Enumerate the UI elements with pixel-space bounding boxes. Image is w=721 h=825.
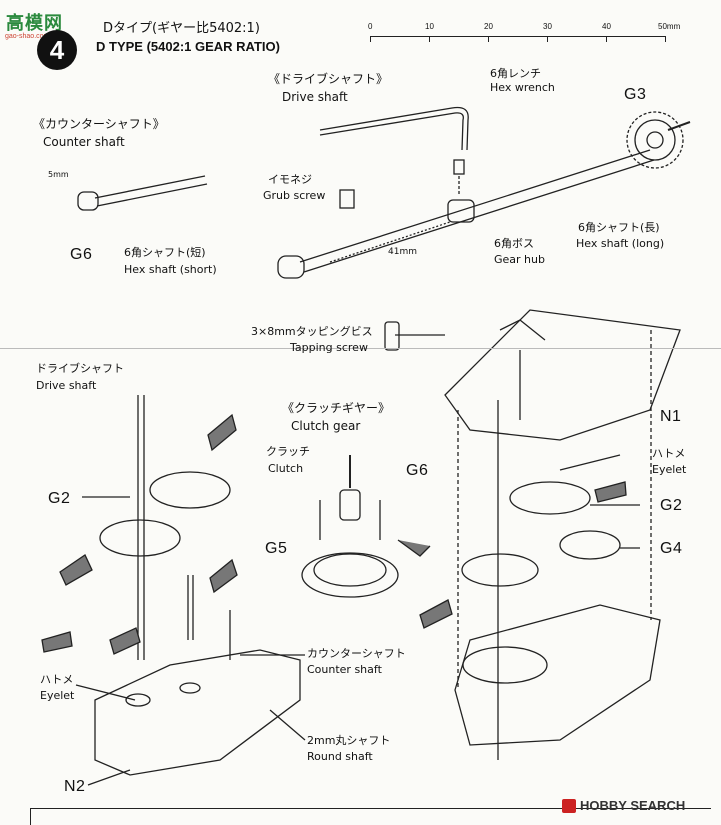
step-title-en: D TYPE (5402:1 GEAR RATIO) xyxy=(96,39,280,54)
left-drive-shaft-label-en: Drive shaft xyxy=(36,379,97,392)
dimension-5mm: 5mm xyxy=(48,170,69,179)
hex-shaft-long-label-en: Hex shaft (long) xyxy=(576,237,665,250)
grub-screw-label-jp: イモネジ xyxy=(268,173,312,186)
watermark-hobby-search: HOBBY SEARCH xyxy=(580,798,686,813)
ruler-tick-40: 40 xyxy=(602,22,611,31)
gear-label-g6-right: G6 xyxy=(406,462,429,479)
tapping-screw-label-en: Tapping screw xyxy=(290,341,368,354)
section-divider xyxy=(0,348,721,349)
ruler-tick-10: 10 xyxy=(425,22,434,31)
ruler-line xyxy=(370,36,665,37)
drive-shaft-heading-jp: 《ドライブシャフト》 xyxy=(268,72,389,86)
left-drive-shaft-label-jp: ドライブシャフト xyxy=(36,362,124,375)
step-title-jp: Dタイプ(ギヤー比5402:1) xyxy=(103,21,260,36)
tapping-screw-label-jp: 3×8mmタッピングビス xyxy=(251,325,373,338)
clutch-gear-heading-jp: 《クラッチギヤー》 xyxy=(282,401,391,415)
left-counter-shaft-label-jp: カウンターシャフト xyxy=(307,647,406,660)
gear-label-g2-left: G2 xyxy=(48,490,71,507)
gear-label-g2-right: G2 xyxy=(660,497,683,514)
gear-label-g4: G4 xyxy=(660,540,683,557)
right-eyelet-label-en: Eyelet xyxy=(652,463,687,476)
ruler-tick-30: 30 xyxy=(543,22,552,31)
hex-wrench-label-en: Hex wrench xyxy=(490,81,555,94)
clutch-gear-heading-en: Clutch gear xyxy=(291,419,361,433)
clutch-label-jp: クラッチ xyxy=(266,445,310,458)
logo-text: 高模网 xyxy=(6,13,63,34)
dimension-41mm: 41mm xyxy=(388,247,417,257)
drive-shaft-heading-en: Drive shaft xyxy=(282,90,348,104)
part-label-n1: N1 xyxy=(660,408,682,425)
gear-hub-label-jp: 6角ボス xyxy=(494,237,534,250)
gear-label-g6-counter: G6 xyxy=(70,246,93,263)
counter-shaft-heading-en: Counter shaft xyxy=(43,135,125,149)
gear-label-g3: G3 xyxy=(624,86,647,103)
hex-shaft-long-label-jp: 6角シャフト(長) xyxy=(578,221,660,234)
site-logo: 高模网 gao-shao.com xyxy=(3,3,73,40)
hobby-search-logo-icon xyxy=(562,799,576,813)
round-shaft-label-en: Round shaft xyxy=(307,750,373,763)
mm-ruler: 0 10 20 30 40 50mm xyxy=(368,22,690,50)
left-eyelet-label-en: Eyelet xyxy=(40,689,75,702)
hex-wrench-label-jp: 6角レンチ xyxy=(490,67,541,80)
left-counter-shaft-label-en: Counter shaft xyxy=(307,663,382,676)
gear-hub-label-en: Gear hub xyxy=(494,253,545,266)
step-number-badge: 4 xyxy=(37,30,77,70)
hex-shaft-short-label-jp: 6角シャフト(短) xyxy=(124,246,206,259)
grub-screw-label-en: Grub screw xyxy=(263,189,326,202)
hex-shaft-short-label-en: Hex shaft (short) xyxy=(124,263,217,276)
part-label-n2: N2 xyxy=(64,778,86,795)
right-eyelet-label-jp: ハトメ xyxy=(652,447,686,460)
round-shaft-label-jp: 2mm丸シャフト xyxy=(307,734,391,747)
clutch-label-en: Clutch xyxy=(268,462,304,475)
ruler-tick-0: 0 xyxy=(368,22,373,31)
left-eyelet-label-jp: ハトメ xyxy=(40,673,74,686)
counter-shaft-heading-jp: 《カウンターシャフト》 xyxy=(33,117,165,131)
footer-frame xyxy=(30,808,711,825)
gear-label-g5: G5 xyxy=(265,540,288,557)
ruler-tick-50mm: 50mm xyxy=(658,22,681,31)
ruler-tick-20: 20 xyxy=(484,22,493,31)
logo-url: gao-shao.com xyxy=(5,33,50,40)
